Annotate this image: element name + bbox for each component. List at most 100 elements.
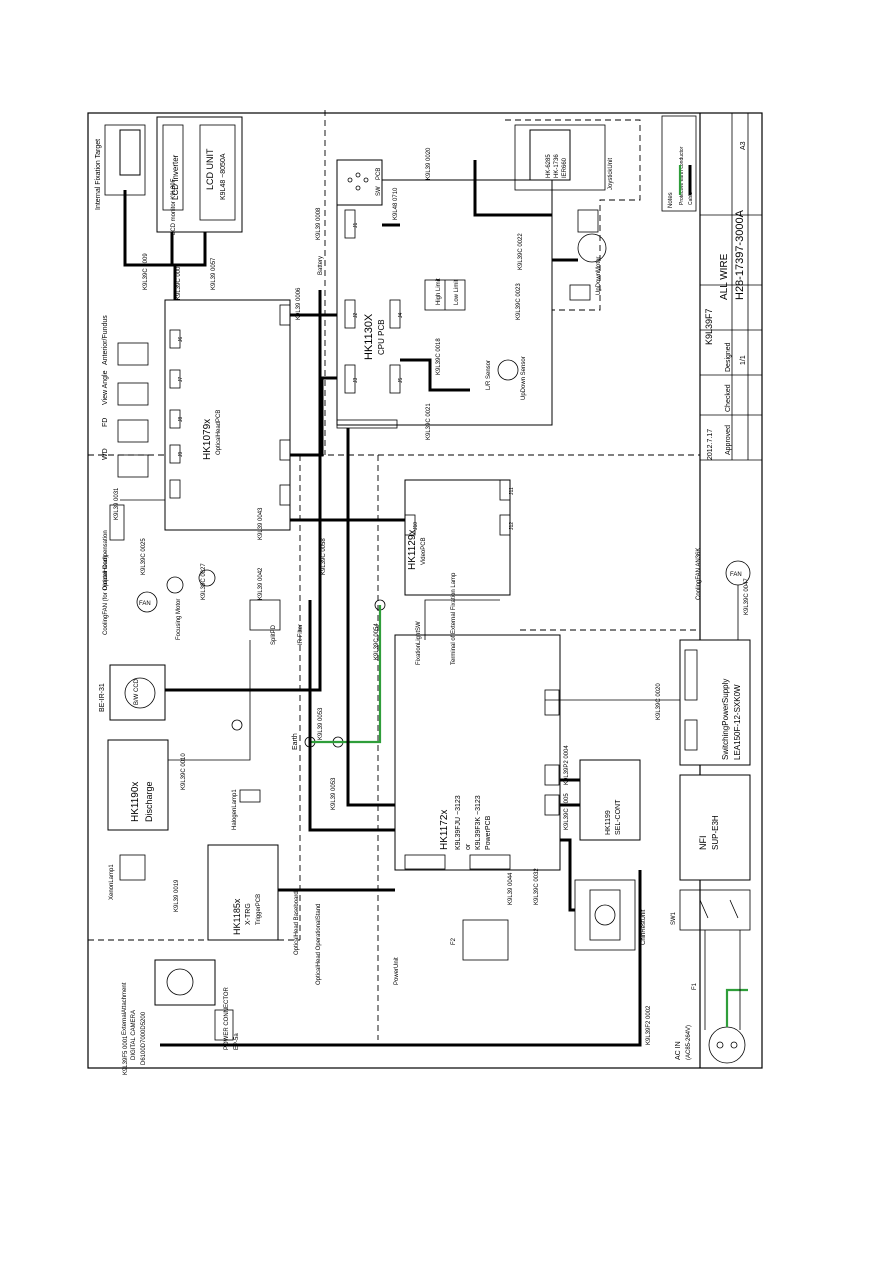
cable-label-7: K9L39 0020 — [426, 147, 432, 180]
approved-label: Approved — [725, 425, 732, 455]
notes-line-earth: Protective earth conductor — [679, 146, 685, 205]
cable-chin-motor — [560, 838, 575, 912]
optical-head-base-label: OpticalHead Baseboard — [294, 891, 300, 955]
cable-label-14: K9L39 0042 — [258, 567, 264, 600]
cooling-fan-head: FAN CoolingFAN (for OpticalHead) Focusin… — [103, 556, 216, 640]
camera-name: DIGITAL CAMERA — [131, 1010, 137, 1060]
optical-sensors: Anterior/Fundus View Angle FD WD Diopter… — [102, 315, 149, 590]
lcd-assembly: LCD Inverter LCD UNIT K9L48 −8050A LCD m… — [156, 116, 243, 235]
video-pcb-sub: VideoPCB — [421, 537, 427, 565]
drawing-date: 2012.7.17 — [707, 429, 714, 460]
zone-joystick — [505, 119, 641, 311]
low-limit-label: Low Limit — [454, 279, 460, 305]
lcd-unit-name: LCD UNIT — [205, 148, 215, 190]
cable-label-12: K9L39C 0025 — [141, 538, 147, 575]
cooling-fan-ps-label: CoolingFAN AN36K — [696, 548, 702, 600]
internal-fixation: Internal Fixation Target — [95, 124, 146, 210]
connector-j10: J10 — [413, 522, 419, 530]
cable-head-cpu-2 — [290, 376, 337, 457]
chin-rest-label: ChinRestUnit — [641, 909, 647, 945]
sw1-label: SW1 — [671, 911, 677, 925]
cable-label-1: K9L39C 0009 — [143, 253, 149, 290]
cable-fixation-light — [424, 599, 500, 640]
cooling-fan-ps: FAN CoolingFAN AN36K — [696, 548, 751, 600]
cable-label-30: K9L39 0053 — [331, 777, 337, 810]
cable-label-2: K9L39C 0003 — [176, 263, 182, 300]
cable-stand — [308, 600, 395, 832]
cable-label-23: K9L39P2 0004 — [564, 745, 570, 785]
optical-head-pcb-sub: OpticalHeadPCB — [216, 410, 222, 455]
diopter-label: Diopter Compensation — [103, 530, 109, 590]
ir-filter-label: IR Filter — [298, 624, 304, 645]
transformer: F2 — [451, 919, 509, 961]
cable-label-25: K9L39C 0020 — [656, 683, 662, 720]
joystick-unit: HK-6285 HK-1736 IER660 JoystickUnit UpDo… — [514, 124, 614, 301]
connector-j9: J9 — [178, 452, 184, 458]
fan-ps-glyph: FAN — [730, 572, 742, 578]
cable-label-20: K9L39 0019 — [174, 879, 180, 912]
fan-head-glyph: FAN — [139, 601, 151, 607]
notes-legend: Notes Protective earth conductor Cable — [661, 115, 697, 212]
power-pcb-sub3: K9L39F3K −3123 — [475, 795, 482, 850]
cable-label-18: K9L39 0053 — [318, 707, 324, 740]
cable-label-19: K9L39C 0010 — [181, 753, 187, 790]
ac-in-label: AC IN — [675, 1041, 682, 1060]
up-down-sensor-label: UpDown Sensor — [521, 356, 527, 400]
cable-label-5: K9L39 0008 — [316, 207, 322, 240]
lr-sensor-symbol — [497, 359, 519, 381]
discharge-pcb: HK1190x Discharge — [107, 739, 169, 831]
camera-sub: D6100D7000D5200 — [141, 1011, 147, 1065]
ccd-camera: B/W CCD BE-IR-31 — [99, 664, 166, 721]
connector-j6: J6 — [178, 337, 184, 343]
cable-label-6: K9L48 0710 — [393, 187, 399, 220]
switch-pcb-sub: PCB — [376, 168, 382, 180]
joystick-sub2: IER660 — [562, 157, 568, 178]
earth-label: Earth — [292, 733, 299, 750]
optical-head-pcb: HK1079x OpticalHeadPCB — [164, 299, 291, 531]
noise-filter: NFI SUP-E3H — [679, 774, 751, 881]
power-connector-sub: EP-5a — [234, 1033, 240, 1050]
drawing-title: ALL WIRE — [719, 253, 730, 300]
discharge-pcb-name: HK1190x — [130, 782, 141, 822]
switching-power-supply: SwitchingPowerSupply LEA150F-12-SXK0W — [679, 639, 751, 766]
connector-j7: J7 — [178, 377, 184, 383]
cable-ccd — [165, 290, 322, 692]
cable-label-29: K9L39C 0018 — [436, 338, 442, 375]
cable-label-9: K9L39C 0023 — [516, 283, 522, 320]
be-ir-label: BE-IR-31 — [99, 683, 106, 712]
terminal-ext-label: Terminal of External Fixation Lamp — [451, 572, 457, 665]
cable-sensors — [400, 358, 470, 392]
cable-label-13: K9L39C 0027 — [201, 563, 207, 600]
earth-terminal-head — [231, 719, 243, 731]
ac-in-range: (AC85-264V) — [686, 1025, 692, 1060]
cable-label-28: K9L39C 0047 — [744, 578, 750, 615]
power-pcb-sub4: PowerPCB — [485, 815, 492, 850]
external-attachment: ExternalAttachment DIGITAL CAMERA D6100D… — [122, 959, 240, 1065]
video-pcb: HK1129x VideoPCB — [404, 479, 511, 596]
connector-j11: J11 — [509, 487, 515, 495]
wd-label: WD — [102, 448, 109, 460]
power-pcb-sub2: or — [465, 843, 472, 850]
cpu-pcb: HK1130X CPU PCB — [336, 179, 553, 429]
designed-label: Designed — [725, 342, 732, 372]
lamps: XenonLamp1 HalogenLamp1 OpticalHead Base… — [109, 789, 322, 985]
trigger-pcb-name: HK1185x — [232, 898, 242, 935]
power-pcb-sub1: K9L39FJU −3123 — [455, 795, 462, 850]
internal-fixation-label: Internal Fixation Target — [95, 139, 102, 210]
battery-label: Battery — [318, 256, 324, 275]
trigger-pcb-sub1: X-TRG — [245, 903, 252, 925]
fd-label: FD — [102, 418, 109, 427]
earth-wire-main — [310, 605, 382, 744]
joystick-unit-label: JoystickUnit — [608, 158, 614, 190]
cable-label-15: K9L39 0043 — [258, 507, 264, 540]
switching-ps-sub: LEA150F-12-SXK0W — [733, 684, 742, 760]
connector-j3: J3 — [353, 378, 359, 384]
cable-label-17: K9L39C 0054 — [374, 623, 380, 660]
optical-head-stand-label: OpticalHead OperationalStand — [316, 904, 322, 985]
powerunit-label: PowerUnit — [394, 957, 400, 985]
connector-j2: J2 — [353, 313, 359, 319]
scale-label: 1/1 — [740, 355, 747, 365]
cable-label-22: K9L39C 0032 — [534, 868, 540, 905]
